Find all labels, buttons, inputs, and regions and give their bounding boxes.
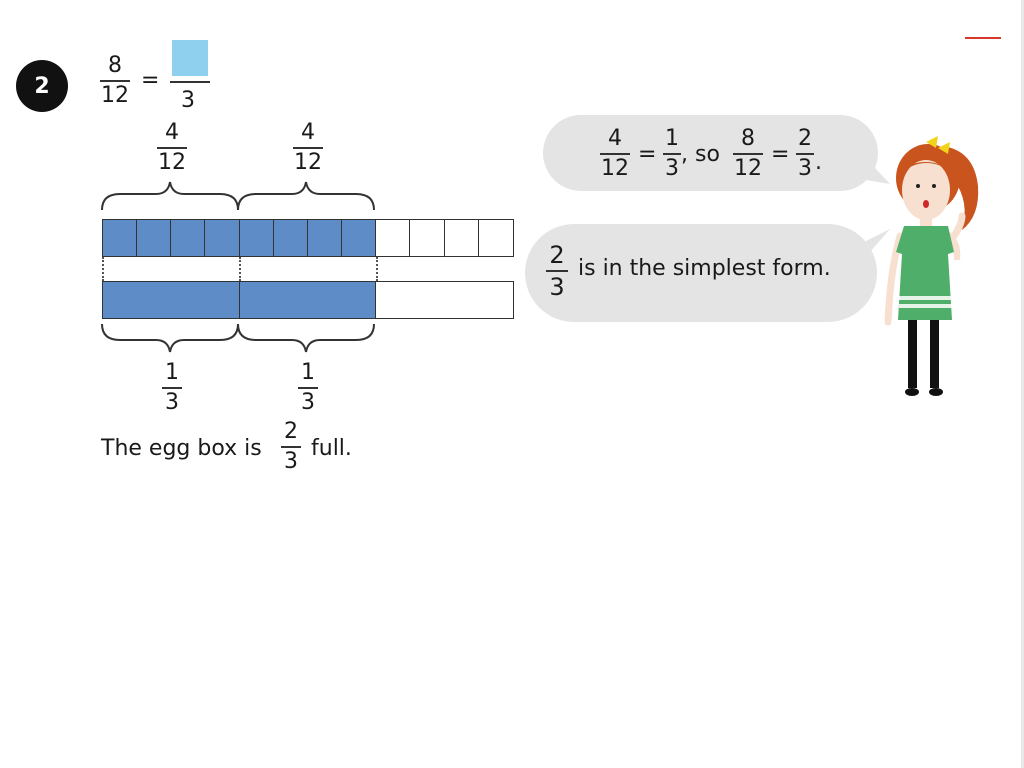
rhs-denominator: 3: [181, 88, 195, 113]
bubble1-frac-a: 4 12: [600, 128, 630, 180]
bubble1-frac-c-denominator: 12: [734, 156, 762, 181]
fraction-bar: [663, 153, 681, 155]
thirds-cell-shaded: [103, 282, 240, 318]
dotted-guide: [376, 257, 378, 281]
twelfths-cell-unshaded: [478, 220, 513, 256]
fraction-bar: [733, 153, 763, 155]
speech-bubble-1-tail: [862, 154, 890, 184]
bubble1-frac-b: 1 3: [663, 128, 681, 180]
speech-bubble-1: [543, 115, 878, 191]
speech-bubble-2: [525, 224, 877, 322]
caption-numerator: 2: [284, 419, 298, 444]
twelfths-cell-shaded: [239, 220, 274, 256]
bottom-label-1-denominator: 3: [165, 390, 179, 415]
bottom-label-2-denominator: 3: [301, 390, 315, 415]
caption-fraction: 2 3: [281, 421, 301, 473]
bottom-label-2-numerator: 1: [301, 360, 315, 385]
twelfths-cell-shaded: [137, 220, 172, 256]
top-label-2-numerator: 4: [301, 120, 315, 145]
bubble1-period: .: [815, 150, 822, 175]
twelfths-cell-unshaded: [410, 220, 445, 256]
twelfths-cell-unshaded: [376, 220, 411, 256]
top-label-1-denominator: 12: [158, 150, 186, 175]
speech-bubble-2-tail: [862, 229, 890, 261]
lhs-fraction: 8 12: [100, 55, 130, 107]
twelfths-cell-unshaded: [444, 220, 479, 256]
twelfths-cell-shaded: [205, 220, 240, 256]
fraction-bar: [170, 81, 210, 83]
caption-before: The egg box is: [101, 436, 262, 461]
fraction-bar: [298, 387, 318, 389]
caption-denominator: 3: [284, 449, 298, 474]
fraction-bar: [796, 153, 814, 155]
bubble1-frac-c-numerator: 8: [741, 126, 755, 151]
bubble2-denominator: 3: [549, 273, 565, 301]
bottom-label-1: 1 3: [162, 362, 182, 414]
bubble2-text: is in the simplest form.: [578, 256, 831, 281]
bubble1-equals-1: =: [638, 142, 657, 167]
answer-input-box[interactable]: [172, 40, 208, 76]
twelfths-cell-shaded: [273, 220, 308, 256]
top-label-1: 4 12: [157, 122, 187, 174]
fraction-bar: [293, 147, 323, 149]
lhs-numerator: 8: [108, 53, 122, 78]
top-label-1-numerator: 4: [165, 120, 179, 145]
bubble1-frac-b-denominator: 3: [665, 156, 679, 181]
top-label-2: 4 12: [293, 122, 323, 174]
twelfths-bar: [102, 219, 514, 257]
bubble1-frac-a-denominator: 12: [601, 156, 629, 181]
bubble1-frac-d-numerator: 2: [798, 126, 812, 151]
hair-bow: [926, 136, 950, 154]
dotted-guide: [239, 257, 241, 281]
bottom-label-2: 1 3: [298, 362, 318, 414]
hair-fringe: [902, 162, 952, 172]
bubble2-fraction: 2 3: [546, 243, 568, 299]
twelfths-cell-shaded: [342, 220, 377, 256]
bubble1-frac-b-numerator: 1: [665, 126, 679, 151]
fraction-bar: [600, 153, 630, 155]
right-leg: [930, 320, 939, 388]
girl-character-illustration: [884, 136, 979, 396]
dotted-guide: [102, 257, 104, 281]
twelfths-cell-shaded: [103, 220, 138, 256]
mouth: [923, 200, 929, 208]
fraction-bar: [546, 270, 568, 272]
bubble1-frac-d-denominator: 3: [798, 156, 812, 181]
fraction-bar: [157, 147, 187, 149]
twelfths-cell-shaded: [307, 220, 343, 256]
left-leg: [908, 320, 917, 388]
page-edge: [1021, 0, 1024, 768]
left-arm: [884, 232, 904, 326]
question-number-badge: 2: [16, 60, 68, 112]
thirds-bar: [102, 281, 514, 319]
bubble1-frac-c: 8 12: [733, 128, 763, 180]
face: [902, 160, 950, 220]
thirds-cell-shaded: [239, 282, 377, 318]
fraction-bar: [100, 80, 130, 82]
twelfths-cell-shaded: [171, 220, 206, 256]
fraction-bar: [162, 387, 182, 389]
lhs-denominator: 12: [101, 83, 129, 108]
fraction-bar: [281, 446, 301, 448]
bubble1-connector: , so: [681, 142, 720, 167]
bubble2-numerator: 2: [549, 241, 565, 269]
thirds-cell-unshaded: [376, 282, 513, 318]
caption-after: full.: [311, 436, 352, 461]
equals-sign: =: [141, 68, 160, 93]
top-brace: [101, 181, 375, 211]
bubble1-equals-2: =: [771, 142, 790, 167]
bottom-brace: [101, 323, 375, 353]
bubble1-frac-d: 2 3: [796, 128, 814, 180]
bubble1-frac-a-numerator: 4: [608, 126, 622, 151]
bottom-label-1-numerator: 1: [165, 360, 179, 385]
red-underline-mark: [965, 37, 1001, 39]
top-label-2-denominator: 12: [294, 150, 322, 175]
